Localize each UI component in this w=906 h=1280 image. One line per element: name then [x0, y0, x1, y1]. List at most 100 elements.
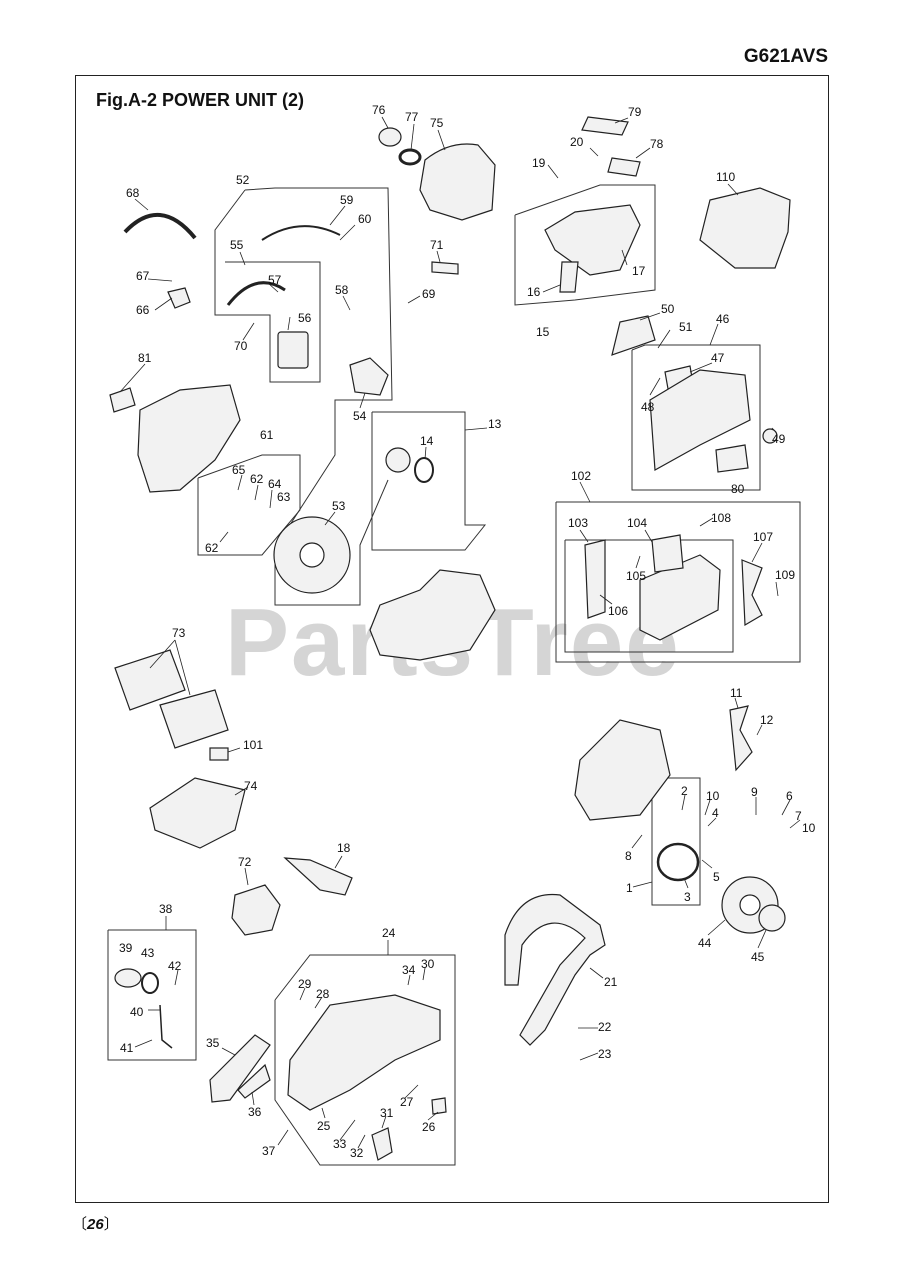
callout: 55: [230, 238, 244, 252]
callout: 29: [298, 977, 312, 991]
callout-labels: 76 77 75 79 20 78 19 110 68 52 59 60 55 …: [119, 103, 816, 1160]
part-35-shape: [209, 1034, 271, 1103]
bracket-18-shape: [283, 857, 353, 896]
callout: 78: [650, 137, 664, 151]
callout: 74: [244, 779, 258, 793]
callout: 62: [250, 472, 264, 486]
crankcase-right-shape: [574, 719, 671, 821]
callout: 12: [760, 713, 774, 727]
page-number-value: 26: [87, 1216, 104, 1233]
part-101-shape: [209, 747, 229, 761]
callout: 52: [236, 173, 250, 187]
handle-21-shape: [504, 893, 606, 1046]
callout: 62: [205, 541, 219, 555]
callout: 23: [598, 1047, 612, 1061]
callout: 68: [126, 186, 140, 200]
callout: 43: [141, 946, 155, 960]
callout: 47: [711, 351, 725, 365]
callout: 10: [706, 789, 720, 803]
callout: 66: [136, 303, 150, 317]
callout: 2: [681, 784, 688, 798]
callout: 51: [679, 320, 693, 334]
callout: 10: [802, 821, 816, 835]
ring-shape: [398, 148, 422, 166]
callout: 110: [716, 170, 735, 184]
knob-shape: [378, 127, 402, 147]
filter-a-shape: [114, 649, 186, 711]
guide-106-shape: [584, 539, 606, 619]
diagram-frame: [75, 75, 829, 1203]
callout: 13: [488, 417, 502, 431]
coil-56-shape: [277, 331, 309, 369]
callout: 26: [422, 1120, 436, 1134]
catcher-107-shape: [741, 559, 763, 627]
callout: 9: [751, 785, 758, 799]
filter-b-shape: [159, 689, 229, 749]
callout: 104: [627, 516, 647, 530]
callout: 79: [628, 105, 642, 119]
carburetor-72-shape: [231, 884, 281, 936]
label-80-shape: [715, 444, 749, 473]
part-16-shape: [559, 261, 579, 293]
seal-14-shape: [414, 457, 434, 483]
callout: 108: [711, 511, 731, 525]
catcher-11-shape: [729, 705, 753, 772]
elbow-66-shape: [167, 287, 191, 309]
callout: 70: [234, 339, 248, 353]
part-39-shape: [114, 968, 142, 988]
sprocket-45-shape: [758, 904, 786, 932]
plate-104-shape: [651, 534, 684, 573]
callout: 67: [136, 269, 150, 283]
lead-59-shape: [261, 225, 341, 241]
label-79-shape: [581, 116, 629, 136]
callout: 80: [731, 482, 745, 496]
callout: 8: [625, 849, 632, 863]
label-81-shape: [109, 387, 136, 413]
callout: 109: [775, 568, 795, 582]
callout: 25: [317, 1119, 331, 1133]
callout: 71: [430, 238, 444, 252]
callout: 28: [316, 987, 330, 1001]
callout: 45: [751, 950, 765, 964]
callout: 31: [380, 1106, 394, 1120]
crankcase-shape: [369, 569, 496, 661]
model-number: G621AVS: [743, 46, 828, 67]
callout: 16: [527, 285, 541, 299]
callout: 35: [206, 1036, 220, 1050]
callout: 48: [641, 400, 655, 414]
bracket-54-shape: [349, 357, 389, 396]
cover-15-shape: [544, 204, 641, 276]
part-43-shape: [141, 972, 159, 994]
callout: 22: [598, 1020, 612, 1034]
callout: 3: [684, 890, 691, 904]
brake-band-shape: [656, 842, 700, 882]
callout: 34: [402, 963, 416, 977]
callout: 40: [130, 1005, 144, 1019]
chain-cover-46-shape: [649, 369, 751, 471]
rear-handle-24-shape: [287, 994, 441, 1111]
switch-71-shape: [431, 261, 459, 275]
callout: 69: [422, 287, 436, 301]
callout: 6: [786, 789, 793, 803]
air-filter-cover-shape: [419, 143, 496, 221]
callout: 72: [238, 855, 252, 869]
callout: 81: [138, 351, 152, 365]
callout: 21: [604, 975, 618, 989]
callout: 36: [248, 1105, 262, 1119]
callout: 24: [382, 926, 396, 940]
group-brackets: [107, 184, 801, 1166]
callout: 73: [172, 626, 186, 640]
callout: 18: [337, 841, 351, 855]
page-number: 〔26〕: [72, 1216, 119, 1233]
callout: 37: [262, 1144, 276, 1158]
callout: 101: [243, 738, 263, 752]
wire-57-shape: [226, 281, 286, 306]
callout: 39: [119, 941, 133, 955]
callout: 27: [400, 1095, 414, 1109]
callout: 49: [772, 432, 786, 446]
hose-68-shape: [123, 213, 197, 240]
callout: 11: [730, 686, 743, 700]
plate-74-shape: [149, 777, 246, 849]
callout: 57: [268, 273, 282, 287]
